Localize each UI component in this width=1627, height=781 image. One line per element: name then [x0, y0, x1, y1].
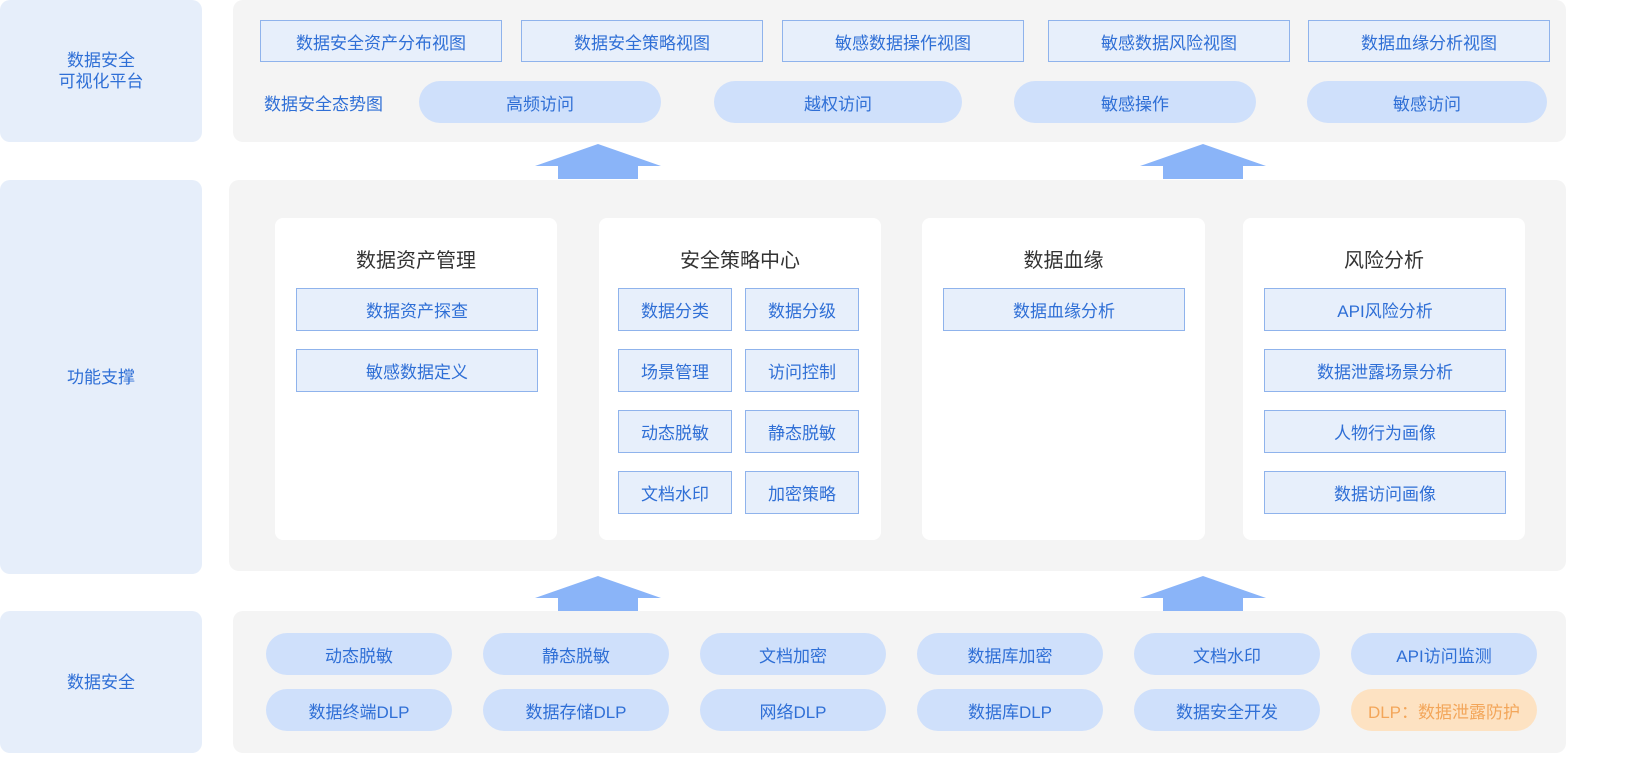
posture-sensitive-operation[interactable]: 敏感操作	[1014, 81, 1256, 123]
card-risk-analysis: 风险分析 API风险分析 数据泄露场景分析 人物行为画像 数据访问画像	[1243, 218, 1525, 540]
view-sensitive-operation[interactable]: 敏感数据操作视图	[782, 20, 1024, 62]
item-data-classification[interactable]: 数据分类	[618, 288, 732, 331]
capability-document-encryption[interactable]: 文档加密	[700, 633, 886, 675]
card-data-lineage: 数据血缘 数据血缘分析	[922, 218, 1205, 540]
card-title: 数据血缘	[1023, 250, 1104, 272]
item-document-watermark[interactable]: 文档水印	[618, 471, 732, 514]
item-encryption-policy[interactable]: 加密策略	[745, 471, 859, 514]
item-person-behavior-profile[interactable]: 人物行为画像	[1264, 410, 1506, 453]
capability-api-access-monitoring[interactable]: API访问监测	[1351, 633, 1537, 675]
capability-database-dlp[interactable]: 数据库DLP	[917, 689, 1103, 731]
item-access-control[interactable]: 访问控制	[745, 349, 859, 392]
view-security-policy[interactable]: 数据安全策略视图	[521, 20, 763, 62]
card-security-policy-center: 安全策略中心 数据分类 数据分级 场景管理 访问控制 动态脱敏 静态脱敏 文档水…	[599, 218, 881, 540]
card-data-asset-management: 数据资产管理 数据资产探查 敏感数据定义	[275, 218, 557, 540]
capability-document-watermark[interactable]: 文档水印	[1134, 633, 1320, 675]
up-arrow-icon	[1140, 576, 1266, 611]
layer-label-function-support: 功能支撑	[0, 180, 202, 574]
posture-sensitive-access[interactable]: 敏感访问	[1307, 81, 1547, 123]
up-arrow-icon	[535, 576, 661, 611]
item-scenario-management[interactable]: 场景管理	[618, 349, 732, 392]
posture-unauthorized-access[interactable]: 越权访问	[714, 81, 962, 123]
item-data-grading[interactable]: 数据分级	[745, 288, 859, 331]
layer-label-data-security: 数据安全	[0, 611, 202, 753]
card-title: 风险分析	[1344, 250, 1424, 272]
item-asset-discovery[interactable]: 数据资产探查	[296, 288, 538, 331]
capability-endpoint-dlp[interactable]: 数据终端DLP	[266, 689, 452, 731]
posture-map-label: 数据安全态势图	[264, 94, 383, 114]
capability-database-encryption[interactable]: 数据库加密	[917, 633, 1103, 675]
card-title: 数据资产管理	[356, 250, 476, 272]
dlp-legend-badge: DLP：数据泄露防护	[1351, 689, 1537, 731]
layer-label-visualization: 数据安全 可视化平台	[0, 0, 202, 142]
item-static-masking[interactable]: 静态脱敏	[745, 410, 859, 453]
card-title: 安全策略中心	[680, 250, 800, 272]
capability-storage-dlp[interactable]: 数据存储DLP	[483, 689, 669, 731]
capability-static-masking[interactable]: 静态脱敏	[483, 633, 669, 675]
view-sensitive-risk[interactable]: 敏感数据风险视图	[1048, 20, 1290, 62]
item-leak-scenario-analysis[interactable]: 数据泄露场景分析	[1264, 349, 1506, 392]
item-sensitive-data-definition[interactable]: 敏感数据定义	[296, 349, 538, 392]
item-api-risk-analysis[interactable]: API风险分析	[1264, 288, 1506, 331]
posture-high-frequency-access[interactable]: 高频访问	[419, 81, 661, 123]
item-dynamic-masking[interactable]: 动态脱敏	[618, 410, 732, 453]
item-lineage-analysis[interactable]: 数据血缘分析	[943, 288, 1185, 331]
capability-network-dlp[interactable]: 网络DLP	[700, 689, 886, 731]
capability-secure-development[interactable]: 数据安全开发	[1134, 689, 1320, 731]
data-security-panel	[233, 611, 1566, 753]
up-arrow-icon	[1140, 144, 1266, 179]
capability-dynamic-masking[interactable]: 动态脱敏	[266, 633, 452, 675]
view-lineage-analysis[interactable]: 数据血缘分析视图	[1308, 20, 1550, 62]
up-arrow-icon	[535, 144, 661, 179]
item-data-access-profile[interactable]: 数据访问画像	[1264, 471, 1506, 514]
view-asset-distribution[interactable]: 数据安全资产分布视图	[260, 20, 502, 62]
